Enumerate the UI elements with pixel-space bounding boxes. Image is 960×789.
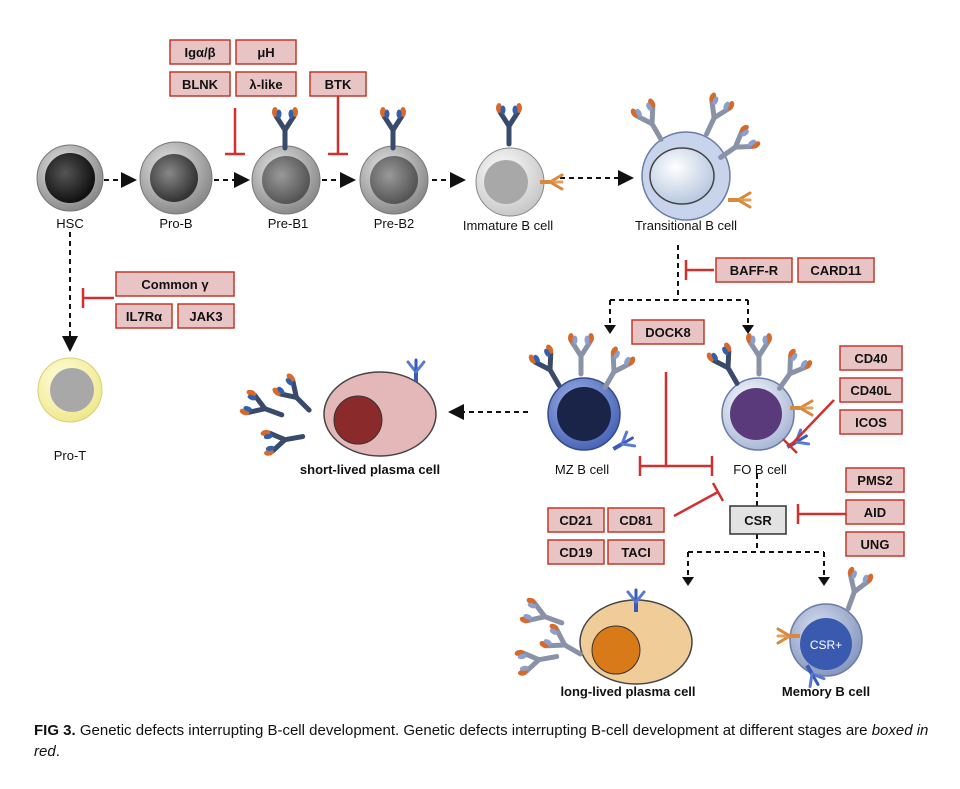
caption-end: . [55, 743, 60, 760]
label-pre-b1: Pre-B1 [268, 216, 308, 231]
label-immature-b: Immature B cell [463, 218, 553, 233]
label-hsc: HSC [56, 216, 83, 231]
csr-plus-label: CSR+ [810, 638, 842, 652]
inhibition-lines [81, 96, 850, 524]
inhibit-transitional [684, 260, 714, 280]
csr-box-label: CSR [744, 513, 772, 528]
label-memory-b: Memory B cell [782, 684, 870, 699]
b-cell-development-diagram: CSR+ CSR HSC Pro-B Pre-B1 Pre-B2 Immatur… [36, 39, 905, 699]
svg-text:CD40: CD40 [854, 351, 887, 366]
defect-aid: AID [845, 499, 905, 525]
long-lived-plasma-cell [514, 588, 693, 685]
label-fo-b: FO B cell [733, 462, 787, 477]
svg-text:λ-like: λ-like [249, 77, 282, 92]
inhibit-fo-cd40 [782, 399, 835, 454]
inhibit-mz-fo [638, 372, 714, 476]
pro-b-cell [139, 141, 213, 215]
defect-iga-b: Igα/β [169, 39, 231, 65]
svg-text:Igα/β: Igα/β [184, 45, 215, 60]
svg-text:BLNK: BLNK [182, 77, 219, 92]
defect-cd19: CD19 [547, 539, 605, 565]
short-lived-plasma-cell [239, 358, 437, 456]
defect-cd40: CD40 [839, 345, 903, 371]
arrow-csr-split [687, 534, 825, 578]
inhibit-pro-t [81, 288, 114, 308]
defect-taci: TACI [607, 539, 665, 565]
svg-text:BAFF-R: BAFF-R [730, 263, 779, 278]
inhibit-pre-b2 [328, 96, 348, 156]
pre-b1-cell [251, 107, 321, 215]
pro-t-cell [37, 357, 103, 423]
svg-text:UNG: UNG [861, 537, 890, 552]
svg-text:JAK3: JAK3 [189, 309, 222, 324]
label-pro-b: Pro-B [159, 216, 192, 231]
defect-baff-r: BAFF-R [715, 257, 793, 283]
defect-cd21: CD21 [547, 507, 605, 533]
svg-text:Common γ: Common γ [141, 277, 209, 292]
defect-boxes: Igα/β μH BLNK λ-like BTK Common γ IL7Rα [115, 39, 905, 565]
progression-arrows [62, 170, 825, 578]
caption-emphasis: boxed in red [34, 722, 929, 760]
label-pro-t: Pro-T [54, 448, 87, 463]
inhibit-pre-b1 [225, 108, 245, 156]
defect-btk: BTK [309, 71, 367, 97]
defect-ung: UNG [845, 531, 905, 557]
svg-text:CD40L: CD40L [850, 383, 891, 398]
defect-icos: ICOS [839, 409, 903, 435]
hsc-cell [36, 144, 104, 212]
figure-label: FIG 3. [34, 722, 76, 739]
svg-text:TACI: TACI [621, 545, 650, 560]
label-pre-b2: Pre-B2 [374, 216, 414, 231]
svg-text:PMS2: PMS2 [857, 473, 892, 488]
defect-cd81: CD81 [607, 507, 665, 533]
label-short-plasma: short-lived plasma cell [300, 462, 440, 477]
defect-blnk: BLNK [169, 71, 231, 97]
label-transitional-b: Transitional B cell [635, 218, 737, 233]
defect-jak3: JAK3 [177, 303, 235, 329]
defect-common-gamma: Common γ [115, 271, 235, 297]
transitional-b-cell [629, 91, 761, 221]
label-long-plasma: long-lived plasma cell [560, 684, 695, 699]
immature-b-cell [475, 103, 564, 217]
svg-text:CARD11: CARD11 [810, 263, 861, 278]
cell-labels: HSC Pro-B Pre-B1 Pre-B2 Immature B cell … [54, 216, 870, 699]
defect-dock8: DOCK8 [631, 319, 705, 345]
svg-text:CD81: CD81 [619, 513, 652, 528]
inhibit-csr-aid [796, 504, 850, 524]
svg-text:DOCK8: DOCK8 [645, 325, 691, 340]
svg-text:AID: AID [864, 505, 886, 520]
mz-b-cell [527, 333, 637, 458]
figure-caption: FIG 3. Genetic defects interrupting B-ce… [34, 720, 934, 762]
defect-card11: CARD11 [797, 257, 875, 283]
arrow-transitional-split [609, 245, 749, 326]
defect-pms2: PMS2 [845, 467, 905, 493]
svg-text:IL7Rα: IL7Rα [126, 309, 162, 324]
svg-text:CD21: CD21 [559, 513, 592, 528]
memory-b-cell: CSR+ [776, 566, 874, 691]
label-mz-b: MZ B cell [555, 462, 609, 477]
svg-text:ICOS: ICOS [855, 415, 887, 430]
csr-box: CSR [729, 505, 787, 535]
svg-text:CD19: CD19 [559, 545, 592, 560]
svg-text:BTK: BTK [325, 77, 352, 92]
svg-text:μH: μH [257, 45, 274, 60]
pre-b2-cell [359, 107, 429, 215]
defect-mu-h: μH [235, 39, 297, 65]
inhibit-csr-cd21 [673, 482, 725, 518]
caption-text: Genetic defects interrupting B-cell deve… [79, 722, 868, 739]
fo-b-cell [705, 333, 813, 456]
defect-il7ra: IL7Rα [115, 303, 173, 329]
defect-lambda-like: λ-like [235, 71, 297, 97]
defect-cd40l: CD40L [839, 377, 903, 403]
